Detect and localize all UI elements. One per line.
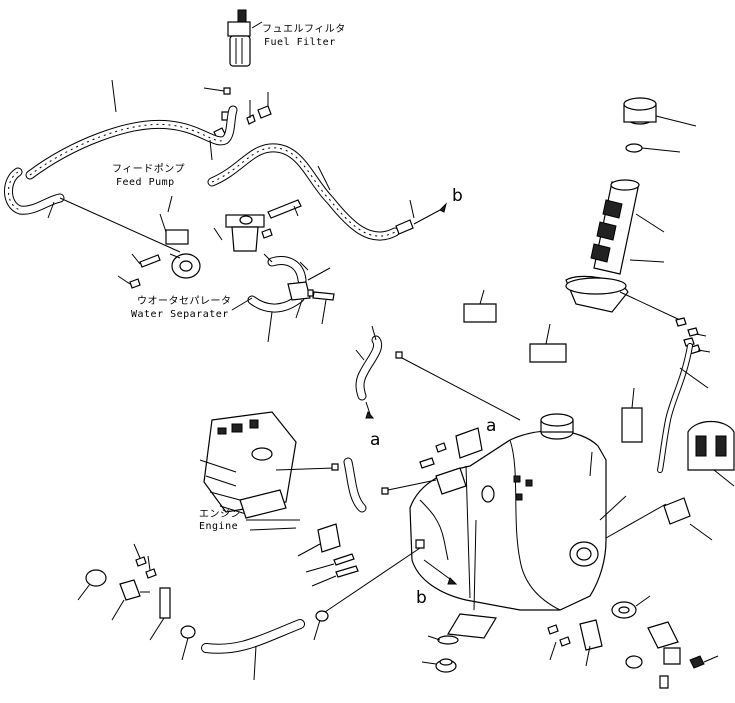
ref-mark-a-left: a (370, 430, 381, 450)
ref-mark-b-top: b (452, 186, 463, 206)
separator-hoses (247, 256, 335, 313)
engine-return-hoses (343, 325, 521, 513)
feed-pump-part (159, 195, 201, 279)
tank-brackets (297, 427, 483, 587)
bottom-center-parts (421, 519, 497, 673)
engine-part (199, 411, 339, 531)
feed-pump-bolts (117, 253, 161, 289)
bottom-left-fittings (77, 543, 196, 661)
water-separator-label-jp: ウオータセパレータ (137, 296, 232, 307)
ref-mark-a-right: a (486, 416, 497, 436)
engine-label-en: Engine (199, 521, 239, 532)
filler-cap-part (623, 97, 697, 153)
breather-tube-part (657, 343, 709, 473)
breather-fittings (675, 317, 711, 355)
strainer-screen-part (590, 179, 665, 275)
engine-label-jp: エンジン (199, 509, 241, 520)
fuel-filter-label-jp: フュエルフィルタ (262, 24, 346, 35)
feed-pump-label-en: Feed Pump (116, 177, 175, 188)
breather-cover-part (687, 420, 735, 487)
fuel-gauge-parts (547, 595, 719, 689)
filter-fittings (203, 87, 272, 141)
fuel-hose-upper (4, 105, 447, 241)
bottom-hose (201, 619, 305, 681)
misc-leaders (47, 79, 415, 263)
separator-leaders (231, 261, 331, 343)
fuel-tank-part (409, 413, 667, 611)
caution-plates (463, 289, 713, 541)
water-separator-label-en: Water Separater (131, 309, 229, 320)
ref-mark-b-bottom: b (416, 588, 427, 608)
water-separator-part (213, 199, 302, 252)
drain-line (313, 539, 458, 641)
fuel-filter-label-en: Fuel Filter (264, 37, 336, 48)
strainer-cup-part (565, 275, 681, 321)
fuel-filter-part (227, 9, 263, 67)
feed-pump-label-jp: フィードポンプ (112, 164, 185, 175)
